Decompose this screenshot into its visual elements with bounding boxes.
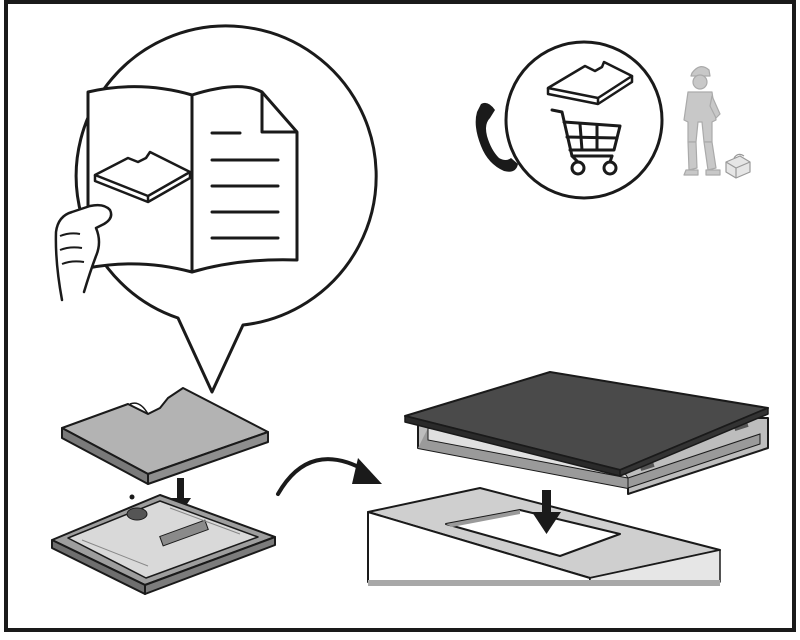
- instruction-diagram: [0, 0, 800, 640]
- diagram-canvas: [0, 0, 800, 640]
